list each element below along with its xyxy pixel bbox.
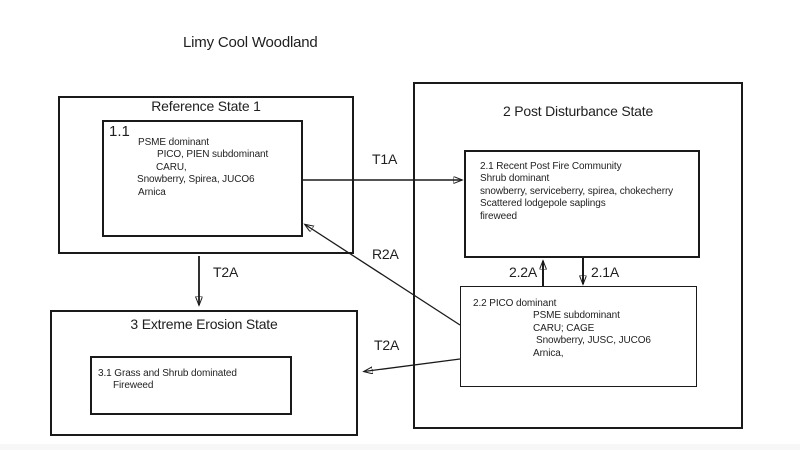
arrow-t2a-diagonal [364, 358, 461, 372]
community-line: PSME dominant [138, 137, 209, 148]
community-2-1-text: 2.1 Recent Post Fire Community Shrub dom… [466, 161, 673, 223]
community-box-1-1: 1.1 PSME dominant PICO, PIEN subdominant… [102, 120, 303, 237]
page-title: Limy Cool Woodland [183, 34, 318, 51]
community-line: snowberry, serviceberry, spirea, chokech… [480, 185, 674, 197]
community-line: 2.2 PICO dominant [473, 298, 557, 309]
state-title-reference-state-1: Reference State 1 [151, 98, 261, 114]
community-line: fireweed [480, 210, 517, 222]
transition-label-r2a: R2A [372, 246, 399, 262]
community-line: Arnica, [533, 347, 564, 359]
arrow-r2a [305, 225, 461, 326]
community-line: Arnica [138, 186, 166, 198]
community-line: Scattered lodgepole saplings [480, 198, 606, 210]
community-2-2-text: 2.2 PICO dominant PSME subdominant CARU;… [461, 298, 651, 360]
community-line: Fireweed [113, 380, 154, 392]
state-title-post-disturbance-state: 2 Post Disturbance State [502, 103, 654, 119]
transition-label-2-2a: 2.2A [509, 264, 537, 280]
community-line: CARU; CAGE [533, 322, 595, 334]
community-line: Snowberry, Spirea, JUCO6 [137, 174, 255, 186]
community-line: 2.1 Recent Post Fire Community [480, 161, 622, 172]
transition-label-t2a-diagonal: T2A [374, 337, 400, 353]
community-line: PSME subdominant [533, 310, 620, 322]
community-box-2-1: 2.1 Recent Post Fire Community Shrub dom… [464, 150, 700, 258]
community-box-2-2: 2.2 PICO dominant PSME subdominant CARU;… [460, 286, 697, 387]
state-box-post-disturbance-state: 2 Post Disturbance State 2.1 Recent Post… [413, 82, 743, 429]
transition-label-t1a: T1A [372, 151, 398, 167]
community-line: Snowberry, JUSC, JUCO6 [536, 335, 651, 347]
state-box-extreme-erosion-state: 3 Extreme Erosion State 3.1 Grass and Sh… [50, 310, 358, 436]
community-3-1-text: 3.1 Grass and Shrub dominated Fireweed [92, 368, 237, 393]
bottom-edge-strip [0, 444, 800, 450]
community-line: CARU, [156, 161, 187, 173]
community-box-3-1: 3.1 Grass and Shrub dominated Fireweed [90, 356, 292, 415]
community-id-1-1: 1.1 [109, 123, 130, 140]
transition-label-2-1a: 2.1A [591, 264, 619, 280]
state-title-extreme-erosion-state: 3 Extreme Erosion State [130, 316, 278, 332]
community-line: Shrub dominant [480, 173, 550, 185]
transition-label-t2a-vertical: T2A [213, 264, 239, 280]
community-line: PICO, PIEN subdominant [157, 149, 269, 161]
community-line: 3.1 Grass and Shrub dominated [98, 368, 237, 379]
community-1-1-text: PSME dominant PICO, PIEN subdominant CAR… [104, 137, 268, 199]
